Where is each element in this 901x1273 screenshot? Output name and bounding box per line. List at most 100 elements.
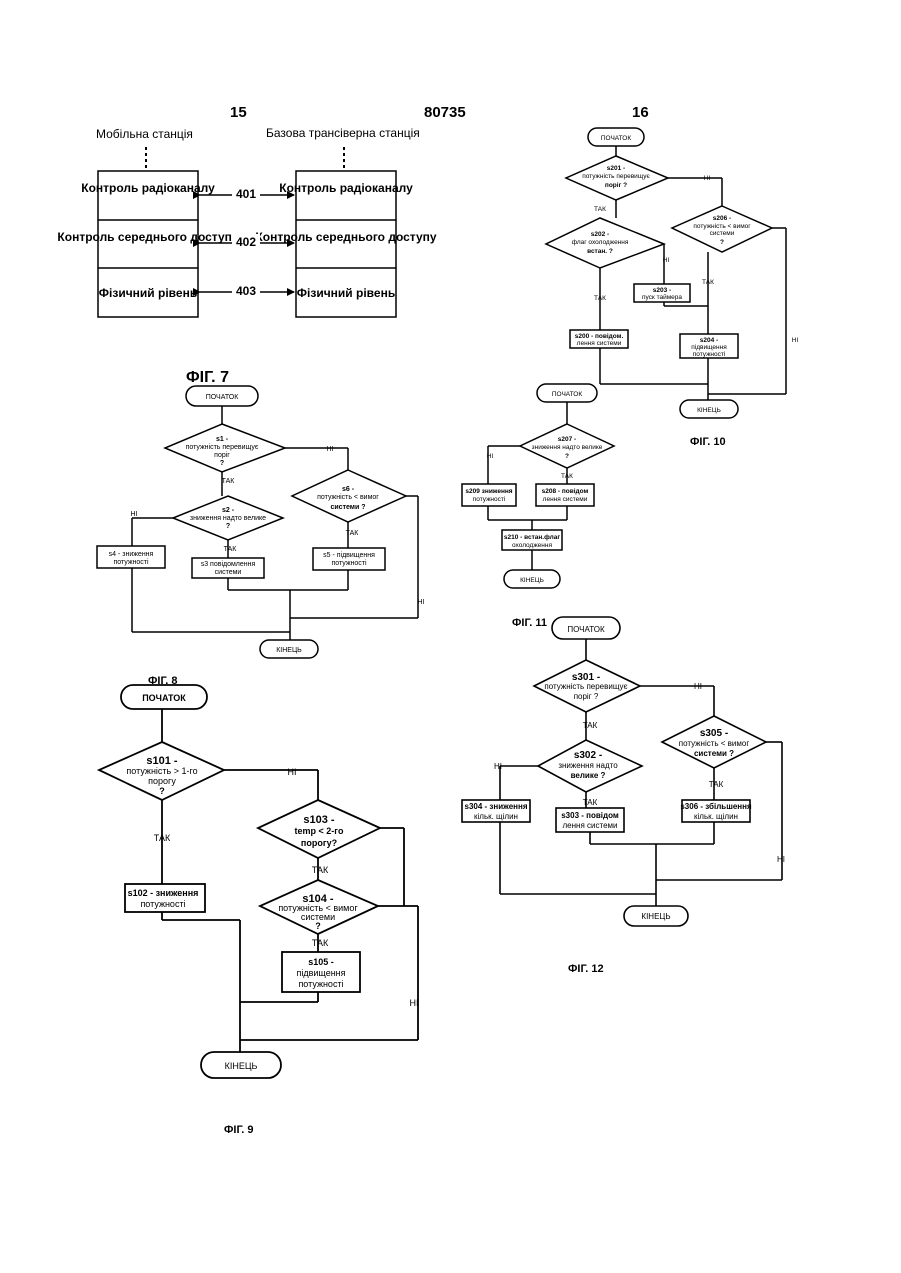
fig12-s304-line1: s304 - зниження [465,802,528,811]
right-layer-phy: Фізичний рівень [297,286,395,300]
fig8-s4-line1: s4 - зниження [109,551,154,558]
fig10-no-3: НІ [792,337,799,344]
fig12-s305-line2: системи ? [694,749,734,758]
fig10-no-2: НІ [663,257,670,264]
fig8-s2-line1: зниження надто велике [190,515,266,522]
fig8-no-3: НІ [418,599,425,606]
fig12-s305-line1: потужність < вимог [679,739,750,748]
fig11-s207-q: ? [565,453,569,460]
fig11-s207-id: s207 - [558,436,576,443]
fig9-s101-line2: порогу [148,776,176,786]
fig8-s2-q: ? [226,523,230,530]
fig11-start-text: ПОЧАТОК [552,391,582,398]
fig12-label: ФІГ. 12 [568,963,604,975]
fig8-s1-line1: потужність перевищує [186,443,259,451]
fig8-s5-line1: s5 - підвищення [323,551,375,559]
fig10-s201-id: s201 - [607,165,625,172]
fig11-shapes [462,384,614,588]
fig10-s204-line3: потужності [693,350,726,358]
fig10-s201-line1: потужність перевищує [582,172,650,180]
fig12-s301-line1: потужність перевищує [544,682,627,691]
fig12-s303-line1: s303 - повідом [561,811,619,820]
fig10-s202-id: s202 - [591,231,609,238]
fig11-no-1: НІ [487,453,494,460]
fig8-yes-1: ТАК [222,478,236,485]
fig8-no-2: НІ [131,511,138,518]
fig12-end-text: КІНЕЦЬ [641,912,670,921]
fig12-s306-line1: s306 - збільшення [680,802,752,811]
fig8-s5-line2: потужності [331,559,367,567]
fig12-yes-3: ТАК [709,780,724,789]
fig10-s206-id: s206 - [713,215,731,222]
fig11-s210-line1: s210 - встан.флаг [504,534,560,541]
fig8-yes-3: ТАК [346,530,360,537]
fig10-s206-line1: потужність < вимог [693,222,751,230]
fig9-end-text: КІНЕЦЬ [225,1061,258,1071]
fig9-no-2: НІ [410,998,419,1008]
fig9-s105-line2: підвищення [296,968,345,978]
fig8-s6-line2: системи ? [330,504,365,511]
fig8-start-text: ПОЧАТОК [206,394,240,401]
fig12-s306-line2: кільк. щілин [694,812,738,821]
fig9-s103-id: s103 - [303,814,335,826]
fig10-s206-q: ? [720,239,724,246]
fig8-no-1: НІ [327,446,334,453]
fig12-s302-id: s302 - [574,750,602,761]
fig11-s210-line2: охолодження [512,542,552,549]
fig11-s208-line2: лення системи [543,496,588,503]
fig9-s102-line1: s102 - зниження [128,888,199,898]
fig9-yes-3: ТАК [312,938,329,948]
fig9-s101-q: ? [159,786,165,796]
fig10-s204-line1: s204 - [700,337,718,344]
fig12-shapes [462,617,782,926]
fig8-yes-2: ТАК [224,546,238,553]
fig9-no-1: НІ [288,767,297,777]
fig8-s3-line1: s3 повідомлення [201,560,256,568]
fig11-s209-line1: s209 зниження [465,488,512,495]
fig11-text: ПОЧАТОК s207 - зниження надто велике ? Н… [465,391,602,584]
fig9-s103-line2: порогу? [301,838,337,848]
fig12-start-text: ПОЧАТОК [567,625,605,634]
fig11-yes-1: ТАК [561,473,573,480]
fig10-s202-line1: флаг охолодження [572,239,629,246]
fig12-text: ПОЧАТОК s301 - потужність перевищує порі… [465,625,785,921]
fig8-s1-q: ? [220,460,224,467]
link-402: 402 [236,235,256,249]
fig10-text: ПОЧАТОК s201 - потужність перевищує порі… [572,135,799,414]
left-layer-phy: Фізичний рівень [99,286,197,300]
fig12-s301-line2: поріг ? [574,692,599,701]
fig7-links: 401 402 403 [232,186,260,298]
right-layer-mac: Контроль середнього доступу [255,230,436,244]
fig9-s105-line1: s105 - [308,957,334,967]
fig8-s4-line2: потужності [113,558,149,566]
fig12-s302-line2: велике ? [571,771,606,780]
fig10-s204-line2: підвищення [691,343,727,351]
fig9-s105-line3: потужності [298,979,343,989]
fig9-s103-line1: temp < 2-го [295,826,344,836]
fig10-yes-1: ТАК [594,206,606,213]
fig10-shapes [546,128,786,418]
fig10-s203-line2: пуск таймера [642,293,682,301]
fig8-s2-id: s2 - [222,507,235,514]
fig9-start-text: ПОЧАТОК [142,693,186,703]
fig10-yes-3: ТАК [702,279,714,286]
fig10-yes-2: ТАК [594,295,606,302]
left-layer-mac: Контроль середнього доступу [57,230,238,244]
fig11-end-text: КІНЕЦЬ [520,577,544,584]
fig9-yes-1: ТАК [154,833,171,843]
fig11-s209-line2: потужності [473,495,506,503]
fig8-shapes [97,386,418,658]
fig12-yes-2: ТАК [583,798,598,807]
fig10-s203-line1: s203 - [653,287,671,294]
fig12-s302-line1: зниження надто [558,761,618,770]
fig8-s6-line1: потужність < вимог [317,493,379,501]
fig9-label: ФІГ. 9 [224,1124,254,1136]
fig11-s208-line1: s208 - повідом [542,487,589,495]
fig9-text: ПОЧАТОК s101 - потужність > 1-го порогу … [126,693,418,1071]
fig9-s104-q: ? [315,921,321,931]
fig9-s102-line2: потужності [140,899,185,909]
fig10-s201-line2: поріг ? [605,181,627,189]
fig8-end-text: КІНЕЦЬ [276,647,302,654]
fig9-yes-2: ТАК [312,865,329,875]
